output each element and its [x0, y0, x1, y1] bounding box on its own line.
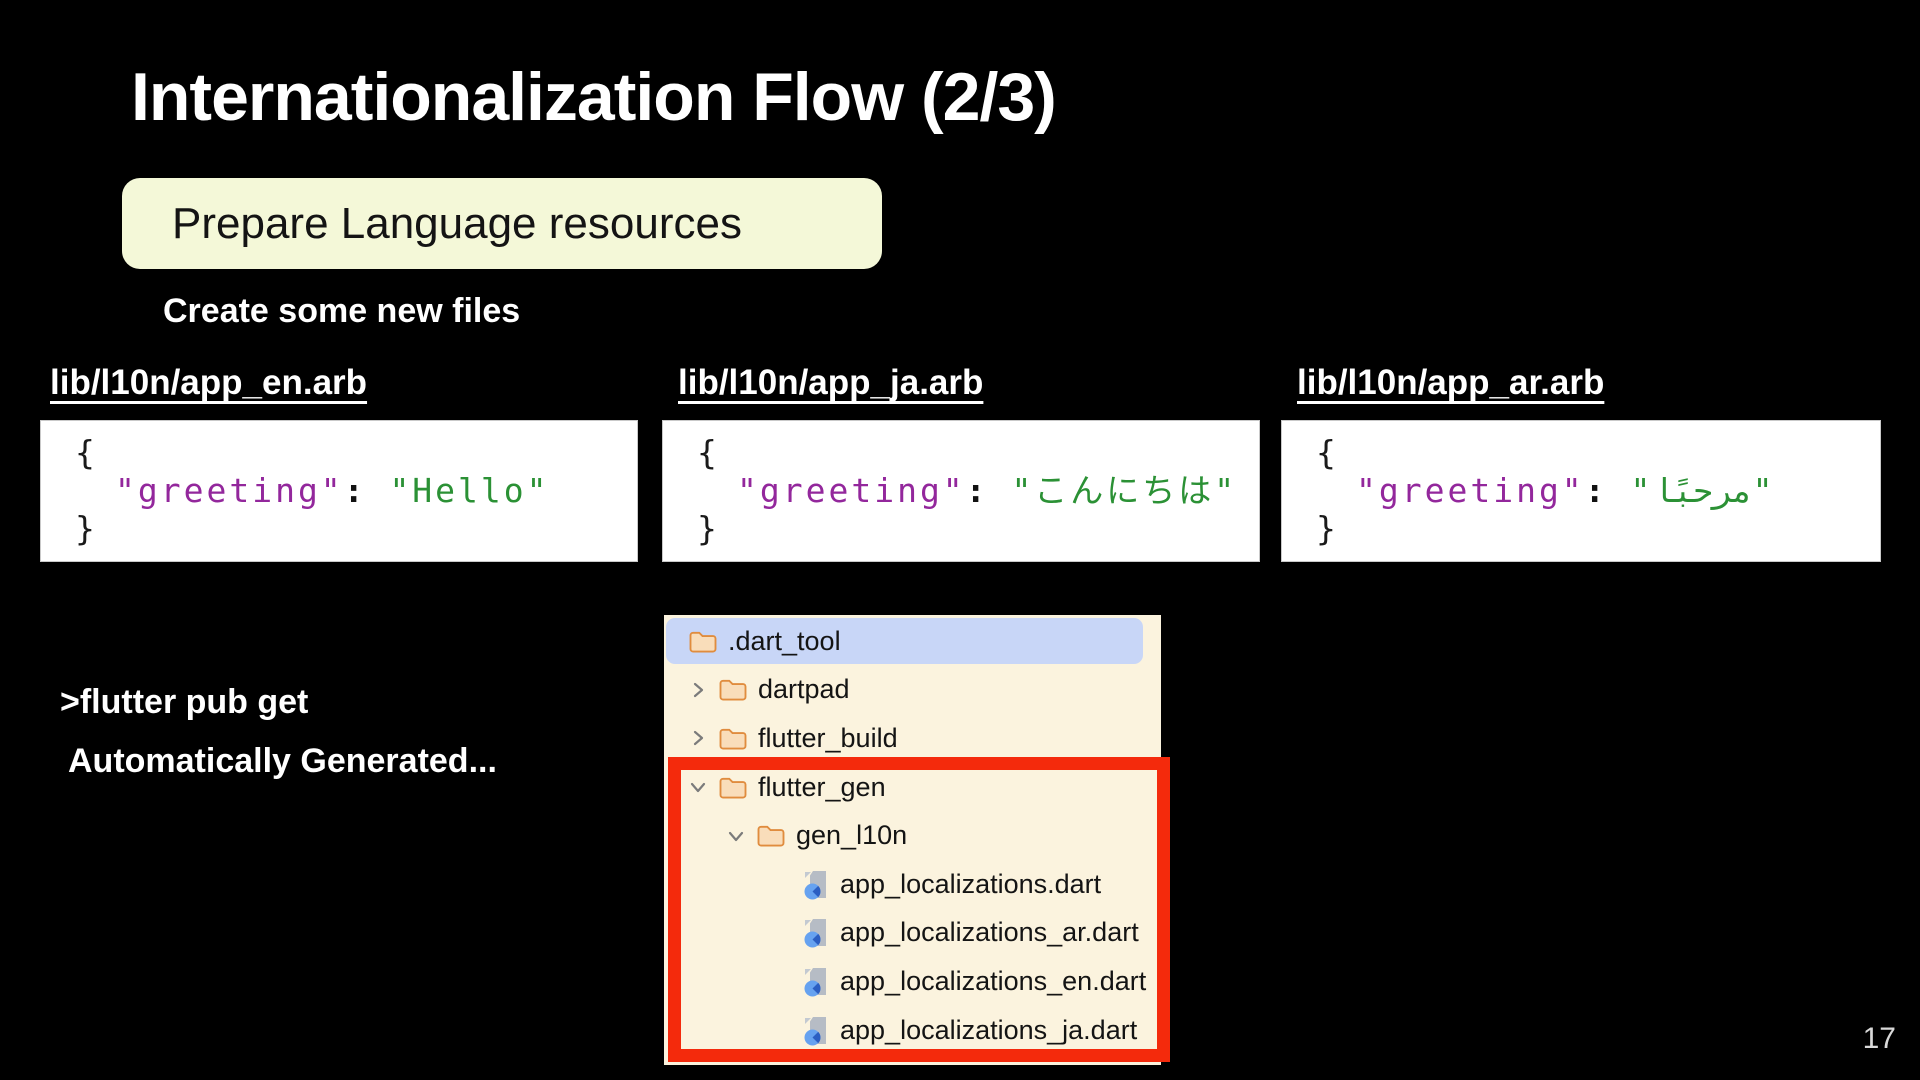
dart-file-icon — [800, 966, 830, 997]
ide-file-tree-screenshot: .dart_tool dartpad flutter_build flutter… — [664, 615, 1161, 1065]
step-callout-label: Prepare Language resources — [172, 198, 742, 248]
dart-file-icon — [800, 917, 830, 948]
folder-icon — [756, 823, 786, 848]
json-key: "greeting" — [1356, 471, 1585, 510]
code-block-ja: { "greeting": "こんにちは" } — [662, 420, 1260, 562]
tree-item-label: flutter_gen — [758, 771, 886, 802]
code-block-en: { "greeting": "Hello" } — [40, 420, 638, 562]
json-key: "greeting" — [737, 471, 966, 510]
tree-item-label: dartpad — [758, 674, 850, 705]
page-number: 17 — [1862, 1022, 1896, 1055]
flutter-pub-get-command: >flutter pub get — [60, 683, 309, 721]
code-line: } — [697, 509, 720, 548]
code-line: { — [697, 433, 720, 472]
code-line: { — [1316, 433, 1339, 472]
step-callout: Prepare Language resources — [122, 178, 882, 269]
code-line: } — [75, 509, 98, 548]
tree-item-app-localizations-dart: app_localizations.dart — [664, 860, 1161, 909]
code-line: "greeting": "مرحبًا" — [1356, 471, 1773, 510]
generated-note: Automatically Generated... — [68, 742, 497, 780]
subtitle: Create some new files — [163, 292, 521, 330]
tree-item-gen-l10n: gen_l10n — [664, 811, 1161, 860]
filename-ar: lib/l10n/app_ar.arb — [1297, 363, 1605, 402]
tree-item-app-localizations-en-dart: app_localizations_en.dart — [664, 957, 1161, 1006]
json-value: "こんにちは" — [1011, 471, 1238, 510]
tree-item-label: flutter_build — [758, 722, 898, 753]
chevron-right-icon — [686, 726, 710, 750]
tree-item-flutter-build: flutter_build — [664, 714, 1161, 763]
json-value: "Hello" — [389, 471, 550, 510]
tree-item-label: app_localizations.dart — [840, 868, 1102, 899]
tree-item-app-localizations-ja-dart: app_localizations_ja.dart — [664, 1006, 1161, 1055]
dart-file-icon — [800, 1015, 830, 1046]
tree-item-label: .dart_tool — [728, 625, 841, 656]
folder-icon — [718, 775, 748, 800]
code-block-ar: { "greeting": "مرحبًا" } — [1281, 420, 1881, 562]
code-line: "greeting": "Hello" — [115, 471, 550, 510]
folder-icon — [718, 677, 748, 702]
code-line: { — [75, 433, 98, 472]
dart-file-icon — [800, 869, 830, 900]
folder-icon — [688, 629, 718, 654]
selected-row-highlight — [666, 618, 1143, 664]
tree-item-dart-tool: .dart_tool — [664, 617, 1161, 666]
json-value: "مرحبًا" — [1630, 471, 1773, 510]
code-line: "greeting": "こんにちは" — [737, 471, 1238, 510]
chevron-down-icon — [724, 824, 748, 848]
filename-ja: lib/l10n/app_ja.arb — [678, 363, 984, 402]
code-line: } — [1316, 509, 1339, 548]
tree-item-label: app_localizations_ja.dart — [840, 1014, 1138, 1045]
tree-item-dartpad: dartpad — [664, 666, 1161, 715]
chevron-down-icon — [686, 775, 710, 799]
tree-item-label: app_localizations_en.dart — [840, 965, 1147, 996]
chevron-right-icon — [686, 678, 710, 702]
tree-item-label: gen_l10n — [796, 820, 908, 851]
tree-item-app-localizations-ar-dart: app_localizations_ar.dart — [664, 909, 1161, 958]
tree-item-flutter-gen: flutter_gen — [664, 763, 1161, 812]
json-key: "greeting" — [115, 471, 344, 510]
folder-icon — [718, 726, 748, 751]
page-title: Internationalization Flow (2/3) — [131, 59, 1057, 135]
tree-item-label: app_localizations_ar.dart — [840, 917, 1139, 948]
filename-en: lib/l10n/app_en.arb — [50, 363, 368, 402]
